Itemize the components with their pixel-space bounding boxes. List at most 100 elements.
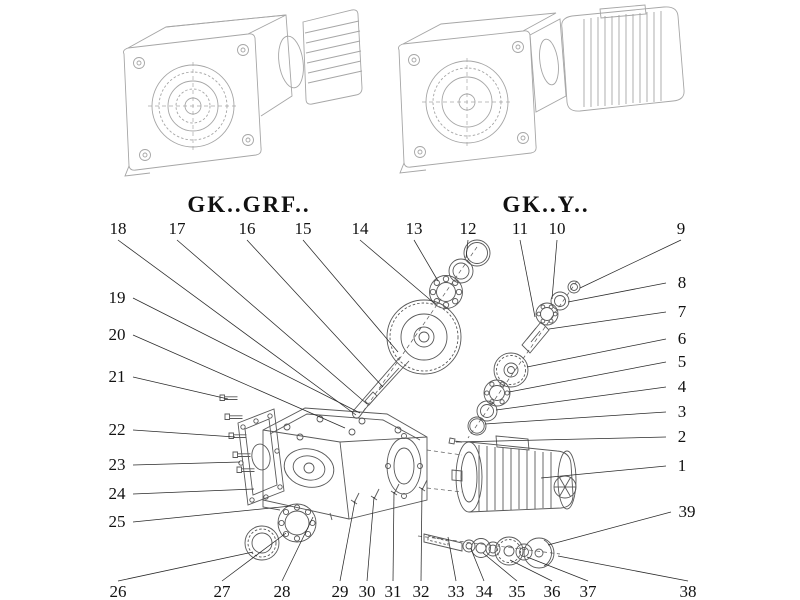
exploded-view [219,239,581,569]
part-number-14: 14 [352,219,370,238]
leader-line-part-36 [509,559,553,582]
leader-line-part-21 [132,376,229,400]
leader-line-part-39 [547,511,672,546]
main-shaft [352,356,410,419]
part-number-30: 30 [359,582,376,600]
part-number-7: 7 [678,302,687,321]
main-seal-rings [448,239,491,284]
part-number-6: 6 [678,329,687,348]
leader-line-part-15 [302,239,399,353]
input-lower-bearing [483,379,511,407]
leader-line-part-37 [526,556,589,582]
motor-fan-cover [553,450,577,510]
gearbox-drawing-grf [123,9,363,177]
leader-line-part-31 [392,491,395,582]
leader-line-part-12 [465,239,469,259]
part-number-28: 28 [274,582,291,600]
part-number-8: 8 [678,273,687,292]
part-number-39: 39 [679,502,696,521]
leader-line-part-9 [579,239,682,289]
leader-line-part-7 [548,311,667,330]
leader-line-part-3 [484,411,667,425]
part-number-1: 1 [678,456,687,475]
part-number-33: 33 [448,582,465,600]
leader-line-part-10 [551,239,558,300]
axis-main-shaft [359,246,478,417]
leader-line-part-20 [132,334,346,429]
leader-line-part-38 [557,555,689,582]
part-number-35: 35 [509,582,526,600]
model-label-right: GK..Y.. [502,192,589,217]
part-number-3: 3 [678,402,687,421]
part-number-15: 15 [295,219,312,238]
output-shaft-assembly [423,533,555,569]
large-gear [386,299,462,375]
part-number-21: 21 [109,367,126,386]
leader-line-part-35 [482,552,518,582]
motor-flange-bolt [448,437,463,445]
part-number-13: 13 [406,219,423,238]
input-o-ring [467,416,487,436]
leader-line-part-18 [117,239,357,416]
leader-line-part-28 [281,516,314,582]
part-number-37: 37 [580,582,598,600]
leader-line-part-1 [540,465,667,479]
axis-output-shaft [417,535,561,555]
part-number-27: 27 [214,582,232,600]
leader-line-part-11 [519,239,536,318]
part-number-17: 17 [169,219,187,238]
part-number-29: 29 [332,582,349,600]
leader-line-part-34 [470,548,485,582]
leader-line-part-2 [455,436,667,443]
leader-line-part-14 [359,239,435,304]
leader-line-part-19 [132,297,361,414]
leader-line-part-32 [420,487,423,582]
leader-line-part-5 [508,361,667,393]
leader-line-part-24 [132,488,255,495]
leader-line-part-27 [221,532,287,582]
axis-input-shaft [467,280,578,439]
leader-line-part-30 [366,496,375,582]
main-bearing [429,275,463,309]
part-number-10: 10 [549,219,566,238]
cover-bolts [219,394,255,473]
output-shim-ring [244,525,280,561]
part-number-9: 9 [677,219,686,238]
part-number-24: 24 [109,484,127,503]
leader-line-part-6 [526,338,667,368]
gearbox-housing [262,407,428,521]
leader-line-part-16 [246,239,384,388]
part-number-36: 36 [544,582,561,600]
leader-line-part-13 [413,239,439,282]
electric-motor [448,435,577,513]
gearbox-drawing-y [398,4,685,174]
leader-line-part-26 [117,551,254,582]
part-number-22: 22 [109,420,126,439]
part-number-20: 20 [109,325,126,344]
leader-line-part-33 [447,536,457,582]
output-flange-plate [237,408,285,506]
part-number-32: 32 [413,582,430,600]
input-washer [476,400,498,422]
part-number-19: 19 [109,288,126,307]
input-spacer-ring [550,291,570,311]
shaft-key [364,391,378,406]
part-number-31: 31 [385,582,402,600]
input-bearing [535,302,559,326]
part-number-16: 16 [239,219,256,238]
leader-line-part-4 [495,386,667,411]
motor-shaft-stub [451,469,463,482]
part-number-26: 26 [110,582,127,600]
input-retaining-ring [567,280,581,294]
part-number-25: 25 [109,512,126,531]
part-number-4: 4 [678,377,687,396]
part-number-11: 11 [512,219,528,238]
leader-line-part-23 [132,461,241,466]
model-label-left: GK..GRF.. [187,192,310,217]
part-number-38: 38 [680,582,697,600]
part-number-12: 12 [460,219,477,238]
input-gear [493,352,529,388]
leader-line-part-29 [339,500,356,582]
